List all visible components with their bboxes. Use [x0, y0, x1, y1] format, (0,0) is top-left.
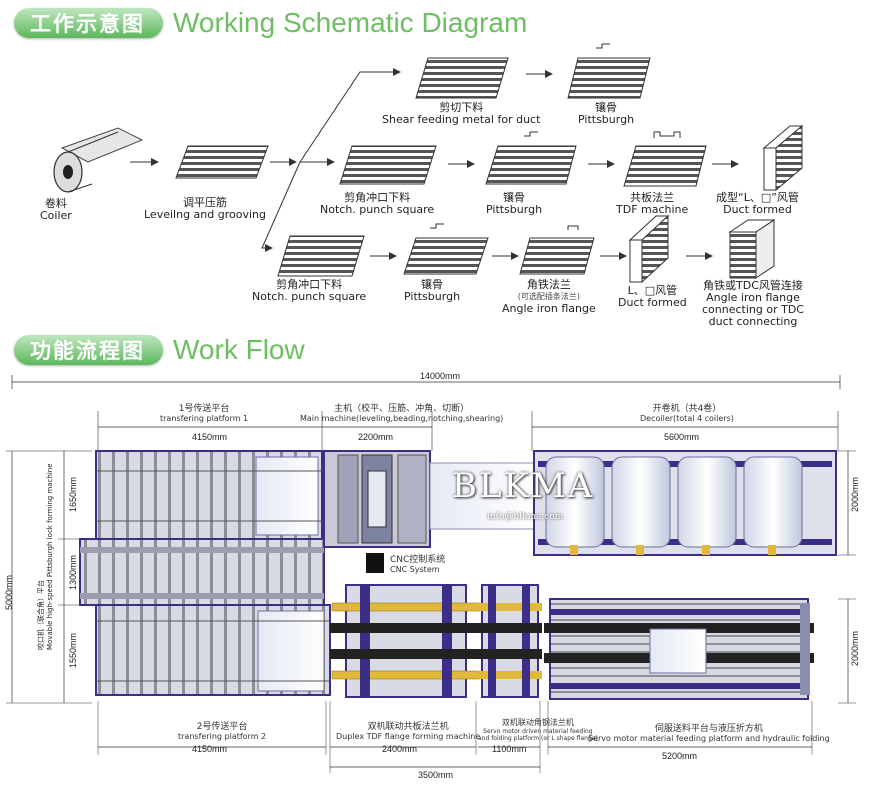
total-length-label: 14000mm: [420, 371, 461, 381]
notch-bot-sheet-icon: [277, 235, 365, 277]
workflow-title-en: Work Flow: [173, 334, 305, 365]
decoiler-dim: 5600mm: [664, 432, 700, 442]
right-dim-2: 2000mm: [850, 630, 860, 666]
schematic-title-cn: 工作示意图: [14, 8, 163, 38]
right-dim-1: 2000mm: [850, 476, 860, 512]
pittsburgh-mid-icon: [485, 131, 577, 185]
decoiler-label: 开卷机（共4卷） Decoiler(total 4 coilers): [640, 404, 734, 423]
platform1-label: 1号传送平台 transfering platform 1: [160, 404, 249, 423]
combined-dim: 3500mm: [418, 770, 454, 780]
transfer-platform-2: [95, 604, 331, 696]
left-total-dim: 5000mm: [4, 574, 14, 610]
shear-sheet-icon: [415, 57, 509, 99]
cnc-box: [366, 553, 384, 573]
angle-flange-sheet-icon: [519, 225, 595, 275]
platform2-dim: 4150mm: [192, 744, 228, 754]
left-dim-3: 1550mm: [68, 632, 78, 668]
pittsburgh-platform: [79, 538, 325, 606]
feed-sheet: [429, 462, 535, 530]
left-dim-1: 1650mm: [68, 476, 78, 512]
main-machine: [323, 450, 431, 548]
tdf-sheet-icon: [623, 131, 707, 187]
schematic-title: 工作示意图 Working Schematic Diagram: [14, 6, 527, 40]
label-angle-flange: 角铁法兰(可选配插条法兰)Angle iron flange: [502, 278, 596, 315]
duct-formed-bot-icon: [628, 214, 670, 284]
servo-label: 伺服送料平台与液压折方机 Servo motor material feedin…: [588, 724, 830, 743]
tdf-machine-label: 双机联动共板法兰机 Duplex TDF flange forming mach…: [336, 722, 481, 741]
leveling-sheet-icon: [175, 145, 269, 179]
main-machine-dim: 2200mm: [358, 432, 394, 442]
workflow-title-cn: 功能流程图: [14, 335, 163, 365]
pittsburgh-bot-icon: [403, 223, 489, 275]
platform2-label: 2号传送平台 transfering platform 2: [178, 722, 267, 741]
workflow-drawing: [6, 375, 856, 773]
servo-dim: 5200mm: [662, 751, 698, 761]
workflow-title: 功能流程图 Work Flow: [14, 333, 305, 367]
duct-formed-mid-icon: [762, 124, 804, 192]
watermark-logo: BLKMA: [452, 466, 595, 506]
decoiler: [533, 450, 837, 556]
notch-mid-sheet-icon: [339, 145, 437, 185]
cnc-label: CNC控制系统 CNC System: [390, 555, 446, 574]
schematic-title-en: Working Schematic Diagram: [173, 7, 528, 38]
angle-machine-dim: 1100mm: [492, 744, 527, 754]
pittsburgh-top-icon: [567, 43, 651, 99]
tdf-flange-machine: [330, 584, 481, 698]
angle-flange-machine: [478, 584, 542, 698]
servo-feeding-platform: [544, 598, 814, 700]
angle-machine-label: 双机联动角钢法兰机 Servo motor driven material fe…: [478, 718, 598, 742]
coiler-icon: [53, 127, 144, 193]
main-machine-label: 主机（校平、压筋、冲角、切断） Main machine(leveling,be…: [300, 404, 504, 423]
schematic-drawing: [53, 43, 804, 284]
transfer-platform-1: [95, 450, 323, 540]
tdf-machine-dim: 2400mm: [382, 744, 418, 754]
platform1-dim: 4150mm: [192, 432, 228, 442]
watermark-email: info@blkma.com: [487, 512, 564, 522]
left-dim-2: 1300mm: [68, 554, 78, 590]
tdc-duct-icon: [728, 219, 776, 279]
